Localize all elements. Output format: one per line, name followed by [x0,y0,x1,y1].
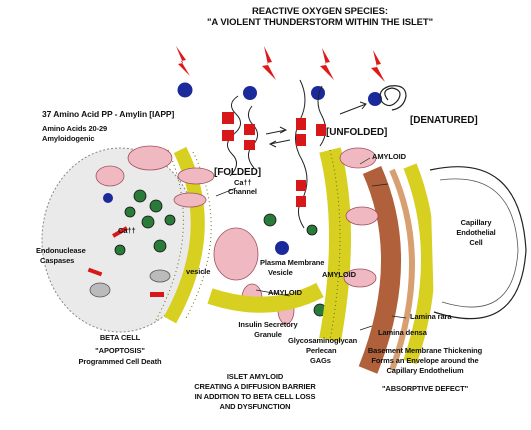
lamina-rara-label: Lamina rara [410,312,452,321]
beta-cell-label: BETA CELL [99,333,141,342]
state-unfolded: [UNFOLDED] [326,127,388,138]
footer-line4: AND DYSFUNCTION [219,402,291,411]
iapp-sub1: Amino Acids 20-29 [42,124,108,133]
iapp-sub2: Amyloidogenic [42,134,95,143]
lightning-bolt-icon [368,50,385,106]
absorptive-defect-label: "ABSORPTIVE DEFECT" [381,384,469,393]
amyloid-mid-label: AMYLOID [322,270,356,279]
capillary-label-3: Cell [469,238,483,247]
capillary-label-2: Endothelial [456,228,496,237]
lightning-bolt-icon [176,46,193,98]
lightning-bolt-icon [311,48,334,100]
amyloid-top-label: AMYLOID [372,152,406,161]
capillary-label-1: Capillary [460,218,492,227]
footer-line3: IN ADDITION TO BETA CELL LOSS [194,392,316,401]
endonuclease-label-2: Caspases [40,256,75,265]
folded-peptide [222,95,291,177]
lightning-bolt-icon [243,46,276,100]
basement-label-1: Basement Membrane Thickening [367,346,483,355]
plasma-membrane-label-2: Vesicle [268,268,293,277]
state-denatured: [DENATURED] [410,115,478,126]
title-line1: REACTIVE OXYGEN SPECIES: [252,6,388,17]
footer-line1: ISLET AMYLOID [226,372,284,381]
ca-channel-label-2: Channel [228,187,257,196]
capillary-endothelial-cell [429,166,527,320]
denatured-coil [379,85,407,111]
ca-cell-label: Ca†† [118,226,136,235]
amyloid-low-label: AMYLOID [268,288,302,297]
perlecan-label: Perlecan [306,346,337,355]
state-folded: [FOLDED] [214,167,261,178]
basement-membrane [339,147,435,374]
vesicle-label: vesicle [186,267,211,276]
endonuclease-label-1: Endonuclease [36,246,86,255]
title-line2: "A VIOLENT THUNDERSTORM WITHIN THE ISLET… [206,17,434,28]
apoptosis-label: "APOPTOSIS" [95,346,145,355]
glycosaminoglycan-label: Glycosaminoglycan [288,336,358,345]
unfolded-peptide [295,79,367,229]
ca-channel-label-1: Ca†† [234,178,252,187]
plasma-membrane-label-1: Plasma Membrane [260,258,325,267]
basement-label-2: Forms an Envelope around the [371,356,479,365]
beta-cell [41,145,215,333]
programmed-death-label: Programmed Cell Death [78,357,162,366]
pointer-lines [215,157,407,331]
gags-label: GAGs [310,356,331,365]
lamina-densa-label: Lamina densa [378,328,427,337]
footer-line2: CREATING A DIFFUSION BARRIER [194,382,316,391]
insulin-label-2: Granule [254,330,282,339]
basement-label-3: Capillary Endothelium [386,366,464,375]
insulin-label-1: Insulin Secretory [238,320,298,329]
iapp-heading: 37 Amino Acid PP - Amylin [IAPP] [42,109,175,119]
amyloid-fibrils [207,147,351,342]
